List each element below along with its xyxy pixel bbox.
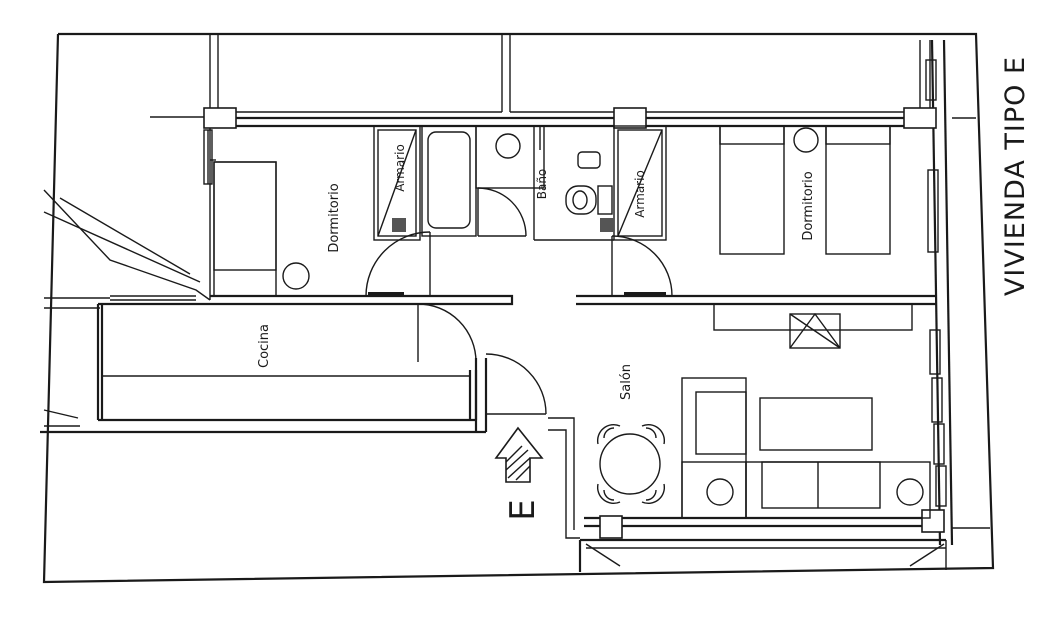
label-bedroom-right: Dormitorio <box>801 171 816 240</box>
label-bathroom: Baño <box>535 169 549 200</box>
doors-corridor <box>417 303 547 415</box>
windows <box>110 59 947 507</box>
outer-boundary <box>42 32 995 584</box>
balcony-bottom <box>585 543 946 567</box>
label-closet-right: Armario <box>633 170 647 218</box>
bedroom-right <box>611 125 891 297</box>
bathtub <box>421 125 477 237</box>
label-kitchen: Cocina <box>257 324 272 368</box>
terraces-top <box>209 34 931 300</box>
label-living-room: Salón <box>619 364 634 400</box>
dining-table <box>596 423 666 505</box>
entry-marker: E <box>503 499 543 520</box>
bathroom <box>475 125 614 241</box>
bedroom-left <box>213 161 431 297</box>
living-room <box>681 303 931 519</box>
label-closet-left: Armario <box>393 144 407 192</box>
exterior-left <box>43 116 211 427</box>
plan-title: VIVIENDA TIPO E <box>1000 56 1031 296</box>
pillars <box>203 107 945 539</box>
walls <box>40 39 990 572</box>
label-bedroom-left: Dormitorio <box>327 183 342 252</box>
entry-arrow-icon <box>494 426 544 483</box>
closet-left <box>373 125 421 241</box>
closet-right <box>600 125 667 241</box>
